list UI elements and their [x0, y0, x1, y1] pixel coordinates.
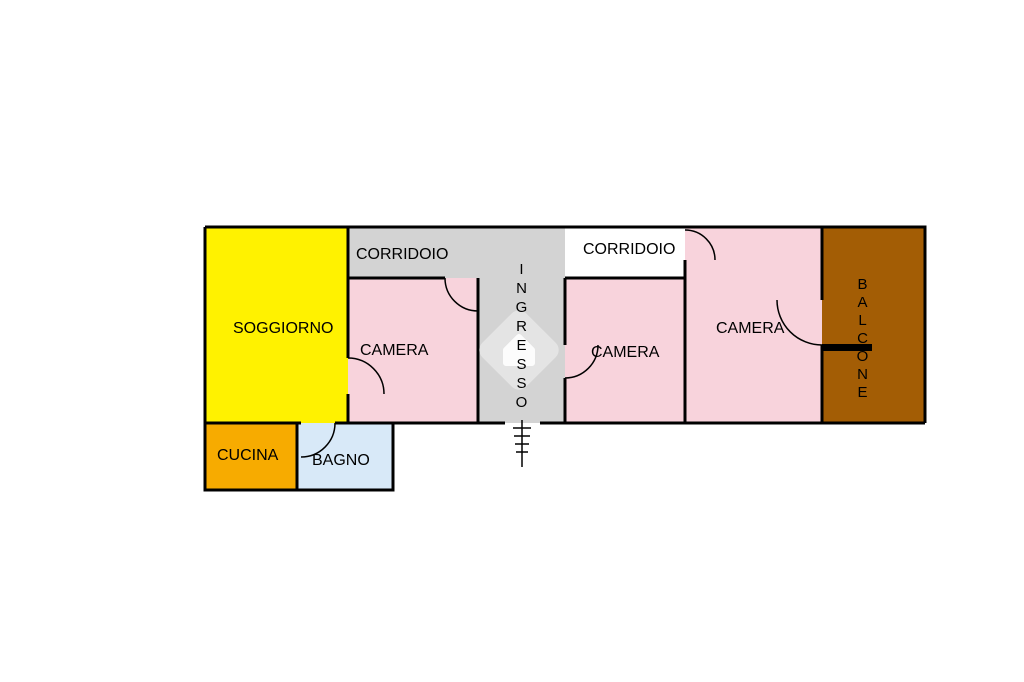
camera-1-label: CAMERA [360, 342, 429, 359]
camera-3-label: CAMERA [716, 320, 785, 337]
entrance-stairs-icon [513, 420, 531, 467]
camera-2-label: CAMERA [591, 344, 660, 361]
balcone-label: BALCONE [854, 276, 871, 402]
ingresso-label: INGRESSO [513, 261, 530, 413]
room-balcone [822, 227, 925, 423]
soggiorno-label: SOGGIORNO [233, 320, 334, 337]
corridoio-left-label: CORRIDOIO [356, 246, 449, 263]
corridoio-right-label: CORRIDOIO [583, 241, 676, 258]
cucina-label: CUCINA [217, 447, 279, 464]
bagno-label: BAGNO [312, 452, 370, 469]
